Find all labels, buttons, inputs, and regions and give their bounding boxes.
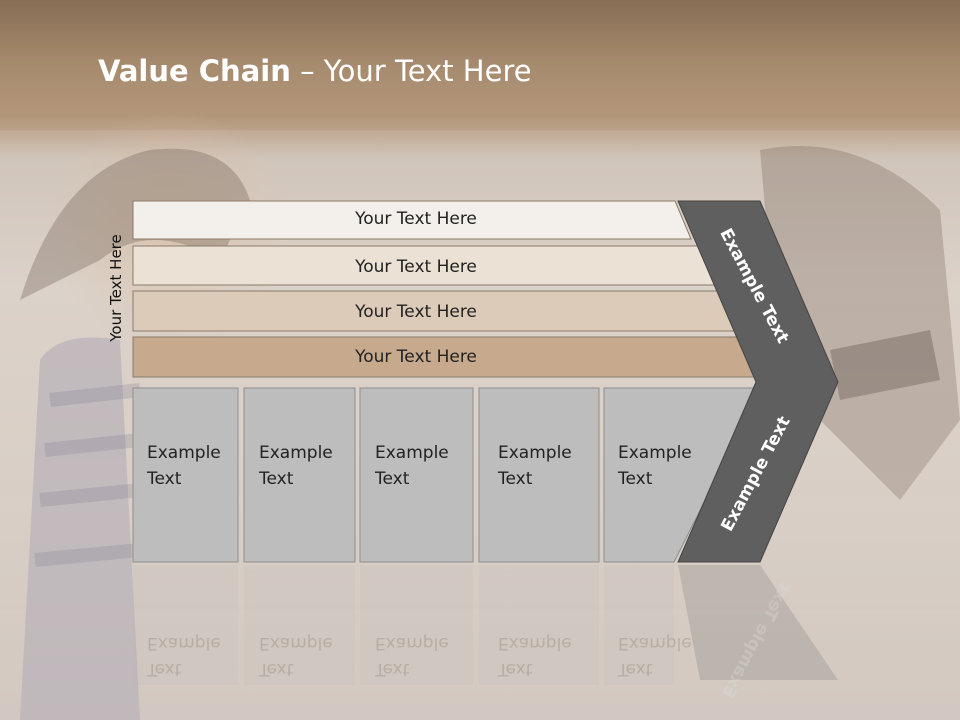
activity-box-4 [478, 387, 600, 563]
bar-1 [132, 200, 692, 240]
chevron-reflection [678, 565, 838, 680]
bar-4-label: Your Text Here [355, 347, 477, 367]
box-reflection [604, 565, 674, 685]
box-reflection [360, 565, 473, 685]
slide-title: Value Chain – Your Text Here [98, 54, 532, 88]
bar-1-label: Your Text Here [355, 209, 477, 229]
box-reflection [133, 565, 238, 685]
activity-box-5 [603, 387, 763, 563]
margin-chevron [677, 200, 839, 563]
activity-box-1 [132, 387, 239, 563]
bar-2-label: Your Text Here [355, 257, 477, 277]
bar-3-label: Your Text Here [355, 302, 477, 322]
activity-box-3 [359, 387, 474, 563]
box-reflection [479, 565, 599, 685]
activity-box-2 [243, 387, 356, 563]
box-reflection [244, 565, 355, 685]
